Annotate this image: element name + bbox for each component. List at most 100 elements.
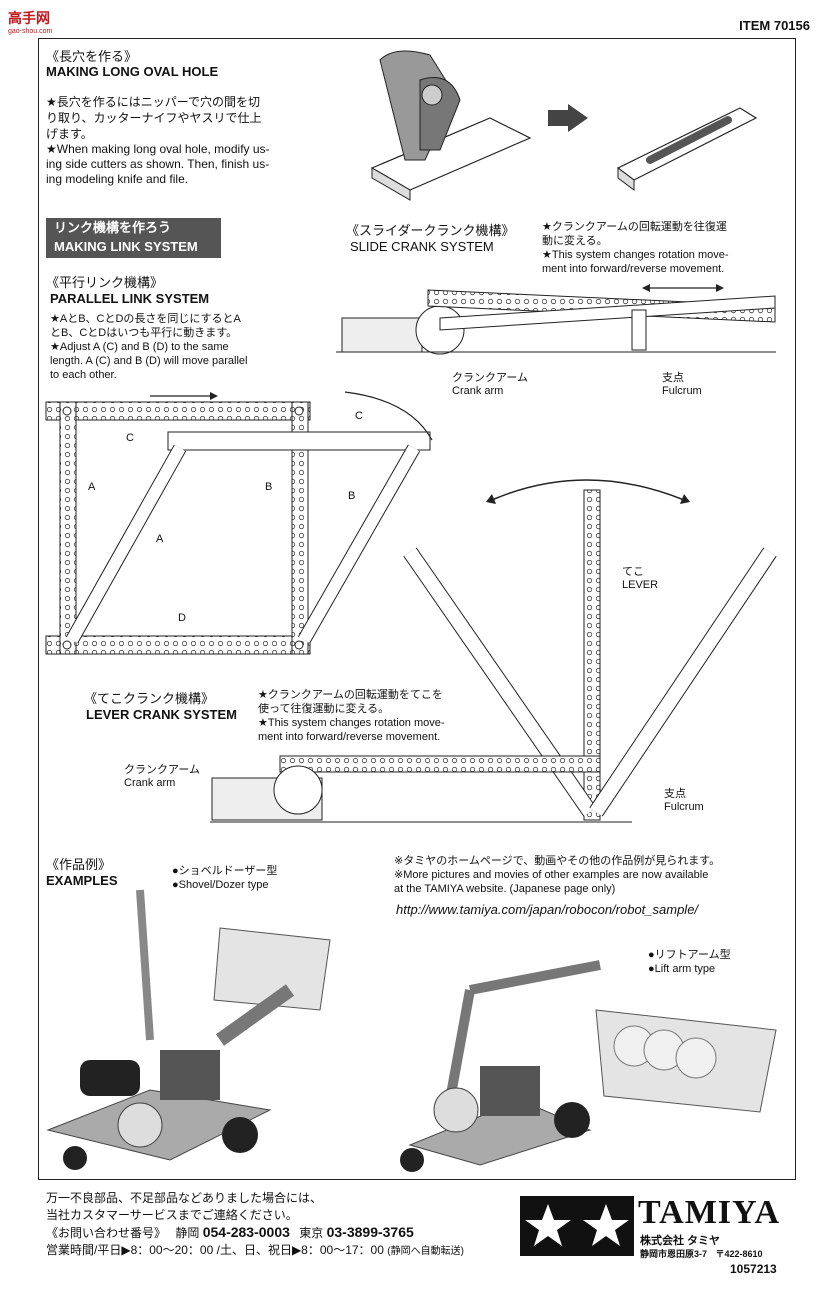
parallel-notes: ★AとB、CとDの長さを同じにするとA とB、CとDはいつも平行に動きます。 ★…	[50, 312, 290, 382]
examples-title-jp: 《作品例》	[46, 857, 112, 872]
link-system-banner: リンク機構を作ろう MAKING LINK SYSTEM	[46, 218, 221, 258]
oval-hole-title-en: MAKING LONG OVAL HOLE	[46, 64, 219, 79]
parallel-note-jp-1: ★AとB、CとDの長さを同じにするとA	[50, 313, 241, 325]
lift-label: ●リフトアーム型 ●Lift arm type	[648, 948, 731, 976]
lift-arm-photo	[398, 960, 782, 1172]
tokyo-label: 東京	[299, 1226, 324, 1240]
shovel-en: ●Shovel/Dozer type	[172, 879, 269, 891]
oval-note-jp-1: ★長穴を作るにはニッパーで穴の間を切	[46, 95, 261, 109]
lever-note-jp-1: ★クランクアームの回転運動をてこを	[258, 689, 443, 701]
item-number: ITEM 70156	[739, 18, 810, 33]
company-address: 静岡市恩田原3-7	[640, 1249, 708, 1259]
site-watermark-logo: 高手网 gao-shou.com	[8, 8, 52, 35]
parallel-note-en-3: to each other.	[50, 369, 117, 381]
slide-note-en-2: ment into forward/reverse movement.	[542, 263, 725, 275]
web-jp: ※タミヤのホームページで、動画やその他の作品例が見られます。	[394, 855, 721, 867]
tamiya-star-logo	[520, 1196, 634, 1256]
slide-title-jp: 《スライダークランク機構》	[346, 223, 515, 238]
watermark-sub: gao-shou.com	[8, 28, 53, 35]
lever-jp: てこ	[622, 566, 644, 578]
parallel-note-jp-2: とB、CとDはいつも平行に動きます。	[50, 327, 238, 339]
auto-transfer: (静岡へ自動転送)	[387, 1246, 464, 1257]
footer-line2: 当社カスタマーサービスまでご連絡ください。	[46, 1208, 298, 1222]
shizuoka-label: 静岡	[175, 1226, 200, 1240]
slide-note-jp-1: ★クランクアームの回転運動を往復運	[542, 221, 727, 233]
lever-notes: ★クランクアームの回転運動をてこを 使って往復運動に変える。 ★This sys…	[258, 688, 498, 744]
lift-jp: ●リフトアーム型	[648, 949, 731, 961]
contact-label: 《お問い合わせ番号》	[46, 1226, 167, 1240]
lever-label: てこ LEVER	[622, 566, 658, 592]
lever-fulcrum-en: Fulcrum	[664, 801, 704, 813]
footer-phone-row: 《お問い合わせ番号》 静岡 054-283-0003 東京 03-3899-37…	[46, 1224, 516, 1242]
oval-note-en-3: ing modeling knife and file.	[46, 172, 189, 186]
footer-hours-row: 営業時間/平日▶8：00～20：00 /土、日、祝日▶8：00～17：00 (静…	[46, 1242, 516, 1260]
lever-note-en-1: ★This system changes rotation move-	[258, 717, 445, 729]
oval-note-jp-3: げます。	[46, 127, 93, 141]
shizuoka-phone: 054-283-0003	[202, 1224, 290, 1240]
lever-crank-jp: クランクアーム	[124, 764, 201, 776]
web-note: ※タミヤのホームページで、動画やその他の作品例が見られます。 ※More pic…	[394, 854, 786, 896]
parallel-note-en-2: length. A (C) and B (D) will move parall…	[50, 355, 248, 367]
tamiya-brand: TAMIYA	[638, 1194, 781, 1231]
lever-note-jp-2: 使って往復運動に変える。	[258, 703, 390, 715]
slide-crank-jp: クランクアーム	[452, 372, 529, 384]
shovel-jp: ●ショベルドーザー型	[172, 865, 278, 877]
lever-title-en: LEVER CRANK SYSTEM	[86, 707, 237, 722]
lift-en: ●Lift arm type	[648, 963, 716, 975]
label-b-diag: B	[348, 490, 356, 502]
slide-fulcrum-en: Fulcrum	[662, 385, 702, 397]
lever-en: LEVER	[622, 579, 659, 591]
label-a-diag: A	[156, 533, 164, 545]
tokyo-phone: 03-3899-3765	[326, 1224, 414, 1240]
watermark-text: 高手网	[8, 10, 50, 26]
business-hours: 営業時間/平日▶8：00～20：00 /土、日、祝日▶8：00～17：00	[46, 1243, 384, 1257]
lever-title-jp: 《てこクランク機構》	[84, 691, 215, 706]
lever-fulcrum-jp: 支点	[664, 788, 686, 800]
web-en-2: at the TAMIYA website. (Japanese page on…	[394, 883, 616, 895]
footer-line1: 万一不良部品、不足部品などありました場合には、	[46, 1191, 323, 1205]
banner-jp: リンク機構を作ろう	[54, 220, 172, 235]
oval-note-en-2: ing side cutters as shown. Then, finish …	[46, 157, 270, 171]
parallel-link-illustration	[45, 391, 433, 655]
oval-hole-notes: ★長穴を作るにはニッパーで穴の間を切 り取り、カッターナイフやヤスリで仕上 げま…	[46, 94, 296, 187]
oval-note-en-1: ★When making long oval hole, modify us-	[46, 142, 270, 156]
lever-crank-en: Crank arm	[124, 777, 176, 789]
footer-contact: 万一不良部品、不足部品などありました場合には、 当社カスタマーサービスまでご連絡…	[46, 1190, 516, 1260]
page-frame	[38, 38, 796, 1180]
slide-note-en-1: ★This system changes rotation move-	[542, 249, 729, 261]
postal-code: 〒422-8610	[715, 1249, 763, 1259]
slide-crank-en: Crank arm	[452, 385, 504, 397]
banner-en: MAKING LINK SYSTEM	[54, 239, 198, 254]
plate-oval-illustration	[616, 107, 758, 191]
web-en-1: ※More pictures and movies of other examp…	[394, 869, 709, 881]
tamiya-url-link[interactable]: http://www.tamiya.com/japan/robocon/robo…	[396, 902, 699, 917]
parallel-title-jp: 《平行リンク機構》	[46, 275, 164, 290]
label-d: D	[178, 612, 186, 624]
slide-title-en: SLIDE CRANK SYSTEM	[350, 239, 494, 254]
slide-fulcrum-jp: 支点	[662, 372, 684, 384]
examples-title-en: EXAMPLES	[46, 873, 118, 888]
label-c-bar: C	[355, 410, 363, 422]
lever-fulcrum-label: 支点 Fulcrum	[664, 788, 704, 814]
company-address-row: 静岡市恩田原3-7 〒422-8610	[640, 1247, 763, 1260]
oval-note-jp-2: り取り、カッターナイフやヤスリで仕上	[46, 111, 262, 125]
shovel-dozer-photo	[46, 878, 338, 1170]
arrow-illustration	[548, 104, 588, 132]
label-b-right: B	[265, 481, 273, 493]
label-c-top: C	[126, 432, 134, 444]
label-a-left: A	[88, 481, 96, 493]
oval-hole-title-jp: 《長穴を作る》	[46, 49, 138, 64]
slide-crank-illustration	[336, 284, 776, 355]
parallel-note-en-1: ★Adjust A (C) and B (D) to the same	[50, 341, 229, 353]
slide-crank-label: クランクアーム Crank arm	[452, 372, 528, 398]
slide-fulcrum-label: 支点 Fulcrum	[662, 372, 702, 398]
shovel-label: ●ショベルドーザー型 ●Shovel/Dozer type	[172, 864, 277, 892]
lever-note-en-2: ment into forward/reverse movement.	[258, 731, 441, 743]
lever-crank-label: クランクアーム Crank arm	[124, 764, 200, 790]
slide-notes: ★クランクアームの回転運動を往復運 動に変える。 ★This system ch…	[542, 220, 782, 276]
lever-illustration	[210, 479, 777, 823]
slide-note-jp-2: 動に変える。	[542, 235, 608, 247]
company-name: 株式会社 タミヤ	[640, 1235, 721, 1247]
part-code: 1057213	[730, 1262, 777, 1276]
